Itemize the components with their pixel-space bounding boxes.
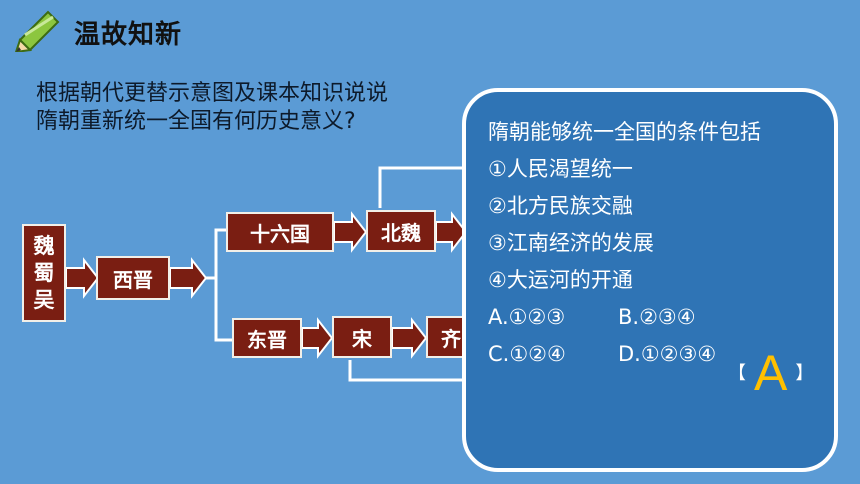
panel-heading: 隋朝能够统一全国的条件包括 (488, 120, 761, 144)
arrow-connector (391, 317, 428, 359)
dynasty-shu: 蜀 (33, 260, 55, 285)
option-a[interactable]: A.①②③ (488, 305, 566, 329)
option-d[interactable]: D.①②③④ (618, 342, 717, 366)
page-title: 温故知新 (74, 20, 183, 50)
arrow-connector (301, 317, 334, 359)
dynasty-wu: 吴 (33, 287, 55, 312)
dynasty-box-shiliuguo: 十六国 (226, 212, 334, 252)
dynasty-box-xijin: 西晋 (96, 256, 170, 300)
dynasty-box-dongjin: 东晋 (232, 318, 302, 358)
answer-letter: A (754, 345, 788, 401)
answer-bracket-left: 【 (728, 362, 746, 384)
condition-item-1: ①人民渴望统一 (488, 157, 633, 181)
bracket-line (378, 166, 470, 208)
pencil-icon (14, 10, 60, 52)
branch-line (206, 228, 226, 280)
bracket-line (348, 360, 470, 382)
branch-line (214, 278, 232, 342)
option-c[interactable]: C.①②④ (488, 342, 566, 366)
question-panel: 隋朝能够统一全国的条件包括 ①人民渴望统一 ②北方民族交融 ③江南经济的发展 ④… (462, 88, 838, 472)
arrow-connector (435, 211, 468, 253)
condition-item-4: ④大运河的开通 (488, 268, 633, 292)
question-text: 根据朝代更替示意图及课本知识说说 隋朝重新统一全国有何历史意义? (36, 80, 388, 136)
arrow-connector (169, 257, 208, 299)
options-row-2: C.①②④ D.①②③④ (488, 336, 834, 373)
answer-bracket-right: 】 (795, 362, 814, 384)
condition-item-3: ③江南经济的发展 (488, 231, 654, 255)
dynasty-box-song: 宋 (332, 316, 392, 358)
question-line-2: 隋朝重新统一全国有何历史意义? (36, 109, 356, 134)
dynasty-box-wei-shu-wu: 魏 蜀 吴 (22, 224, 66, 322)
arrow-connector (333, 211, 368, 253)
dynasty-box-beiwei: 北魏 (366, 210, 436, 252)
dynasty-wei: 魏 (33, 233, 55, 258)
arrow-connector (65, 257, 100, 299)
options-row-1: A.①②③ B.②③④ (488, 299, 834, 336)
condition-item-2: ②北方民族交融 (488, 194, 633, 218)
option-b[interactable]: B.②③④ (618, 305, 696, 329)
question-line-1: 根据朝代更替示意图及课本知识说说 (36, 81, 389, 106)
answer-display: 【 A 】 (728, 348, 813, 398)
